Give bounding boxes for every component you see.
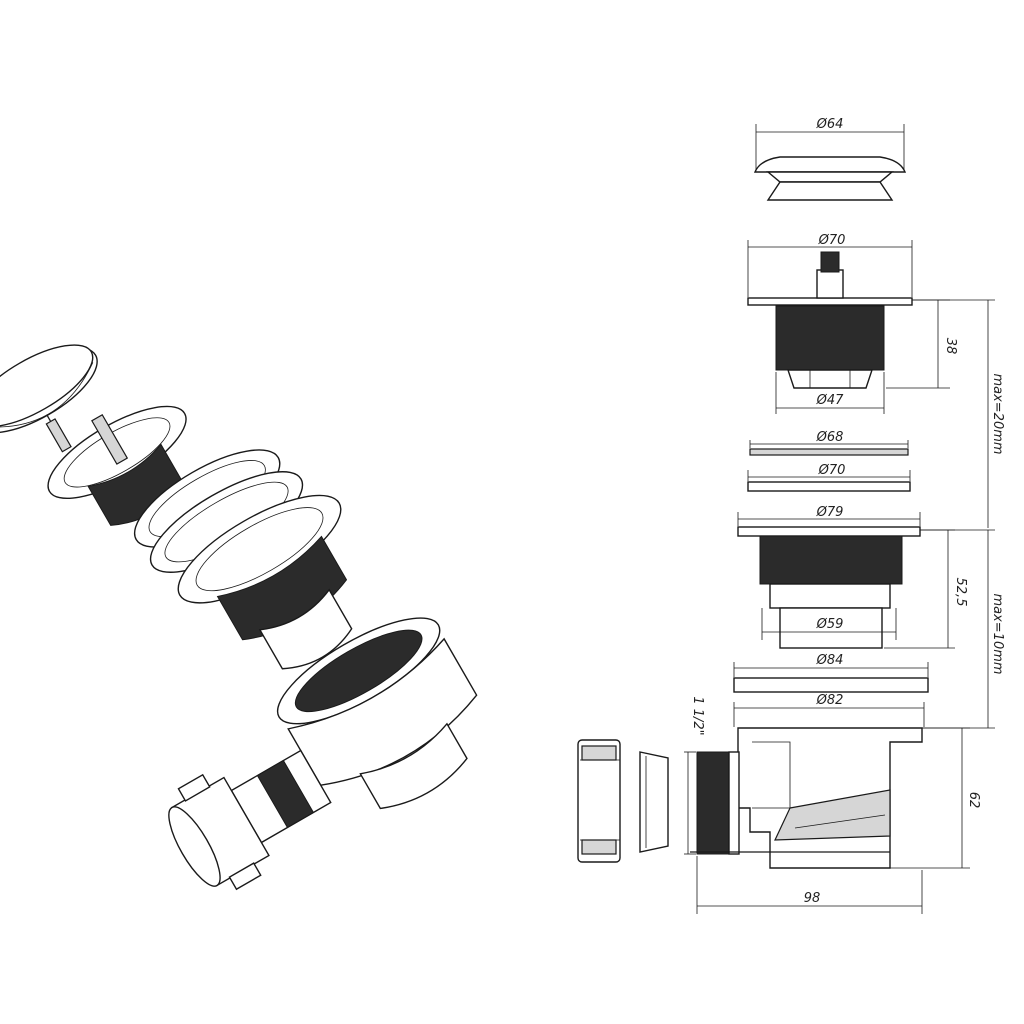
washer-diameter-label: Ø70 [818, 463, 846, 478]
compression-ring-part [639, 751, 669, 853]
nut-part [577, 739, 621, 863]
washer-dimension: Ø70 [747, 463, 911, 481]
iso-body [177, 494, 353, 670]
trap-dimensions: Ø82 62 1 1/2" 98 [684, 693, 981, 914]
trap-height-label: 62 [966, 792, 981, 809]
trap-diameter-label: Ø82 [816, 693, 844, 708]
body-dimensions: Ø79 52,5 Ø59 max=10mm [737, 505, 1005, 729]
trap-part [690, 727, 923, 869]
plug-flange-diameter-label: Ø70 [818, 233, 846, 248]
flange-diameter-label: Ø79 [816, 505, 844, 520]
washer-part [747, 481, 911, 492]
gasket-dimension: Ø68 [749, 430, 909, 448]
plug-height-label: 38 [943, 338, 958, 355]
gasket-part [749, 448, 909, 456]
cap-part [753, 156, 907, 201]
exploded-isometric-view [0, 344, 478, 891]
iso-cap [0, 344, 98, 453]
iso-rings [133, 449, 304, 573]
plug-part [747, 251, 913, 389]
iso-trap [168, 617, 478, 891]
body-height-label: 52,5 [953, 578, 968, 607]
max-bottom-label: max=10mm [990, 593, 1005, 674]
gasket2-diameter-label: Ø84 [816, 653, 844, 668]
plug-thread-diameter-label: Ø47 [816, 393, 845, 408]
body-diameter-label: Ø59 [816, 617, 844, 632]
max-top-label: max=20mm [990, 373, 1005, 454]
gasket2-dimension: Ø84 [733, 653, 929, 677]
iso-plug [47, 405, 187, 526]
gasket2-part [733, 677, 929, 693]
cap-diameter-label: Ø64 [816, 117, 844, 132]
body-part [737, 526, 921, 649]
cap-dimension: Ø64 [755, 117, 905, 170]
gasket-diameter-label: Ø68 [816, 430, 844, 445]
outlet-thread-label: 1 1/2" [690, 696, 705, 735]
total-width-label: 98 [804, 891, 821, 906]
plug-dimensions: Ø70 38 Ø47 max=20mm [747, 233, 1005, 528]
